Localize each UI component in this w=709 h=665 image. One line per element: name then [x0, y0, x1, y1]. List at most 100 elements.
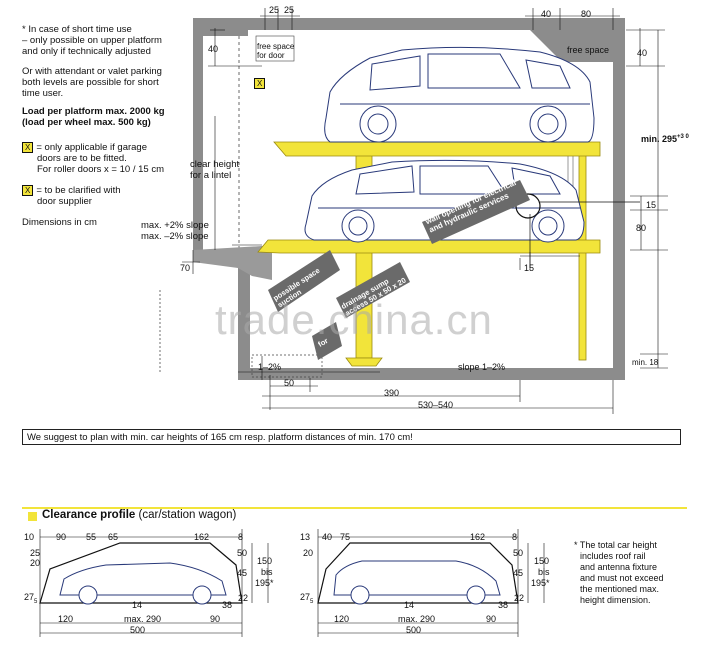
dim-value: 27: [24, 592, 35, 602]
watermark: trade.china.cn: [215, 296, 493, 343]
label-line: max. +2% slope: [141, 220, 209, 231]
wagon-dim: 13: [300, 532, 311, 542]
wagon-dim: 45: [513, 568, 524, 578]
car-dim: max. 290: [124, 614, 162, 624]
slope-right: slope 1–2%: [458, 362, 506, 372]
note-line: and antenna fixture: [580, 562, 658, 572]
dim-25: 25: [269, 5, 280, 15]
wagon-dim: 40: [322, 532, 333, 542]
car-dim: 500: [130, 625, 146, 635]
x-note-text: = only applicable if garage: [36, 142, 147, 153]
wagon-dim: 162: [470, 532, 486, 542]
slope-left: 1–2%: [258, 362, 282, 372]
label-line: for a lintel: [190, 170, 232, 181]
car-dim: 38: [222, 600, 233, 610]
note-line: includes roof rail: [580, 551, 646, 561]
wagon-dim: 22: [514, 593, 525, 603]
slope-limits: max. +2% slope max. –2% slope: [141, 220, 209, 242]
car-dim: 20: [30, 558, 41, 568]
platforms: [257, 141, 601, 254]
dim-390: 390: [384, 388, 400, 398]
note-line: both levels are possible for short: [22, 77, 159, 88]
tolerance: +3 0: [677, 134, 689, 140]
entrance-slab: [193, 246, 272, 280]
wagon-dim: max. 290: [398, 614, 436, 624]
dim-25: 25: [284, 5, 295, 15]
dim-80-top: 80: [581, 9, 592, 19]
car-dim: 90: [56, 532, 67, 542]
dim-15: 15: [524, 263, 535, 273]
dim-40-top: 40: [541, 9, 552, 19]
load-note: (load per wheel max. 500 kg): [22, 117, 151, 128]
car-dim: 275: [24, 592, 37, 605]
car-dim: 14: [132, 600, 143, 610]
load-note: Load per platform max. 2000 kg: [22, 106, 165, 117]
x-note: X= to be clarified with: [22, 185, 192, 196]
clearance-title: Clearance profile (car/station wagon): [42, 509, 236, 521]
wagon-dim: 275: [300, 592, 313, 605]
car-dim: 55: [86, 532, 97, 542]
car-dim: 22: [238, 593, 249, 603]
wagon-dim: 150: [534, 556, 550, 566]
section-divider: [22, 507, 687, 509]
min-18: min. 18: [632, 358, 659, 367]
min-height-label: min. 295+3 0: [641, 134, 689, 144]
x-marker-icon: X: [22, 185, 34, 196]
wagon-dim: 195*: [531, 578, 550, 588]
car-dim: 195*: [255, 578, 274, 588]
label-line: for door: [257, 51, 285, 60]
note-line: and must not exceed: [580, 573, 664, 583]
dim-value: 27: [300, 592, 311, 602]
dim-70: 70: [180, 263, 191, 273]
min-height-value: min. 295: [641, 134, 678, 144]
car-dim: 150: [257, 556, 273, 566]
label-line: free space: [257, 42, 295, 51]
note-line: * The total car height: [574, 540, 657, 550]
units-note: Dimensions in cm: [22, 217, 97, 228]
note-line: the mentioned max.: [580, 584, 660, 594]
wagon-dim: 500: [406, 625, 422, 635]
free-space-label: free space: [567, 45, 610, 55]
note-line: and only if technically adjusted: [22, 46, 151, 57]
wagon-dim: 50: [513, 548, 524, 558]
wagon-dim: 14: [404, 600, 415, 610]
car-dim: 25: [30, 548, 41, 558]
wagon-dim: 38: [498, 600, 509, 610]
dim-530: 530–540: [418, 400, 454, 410]
car-dim: 65: [108, 532, 119, 542]
car-dim: 162: [194, 532, 210, 542]
note-line: * In case of short time use: [22, 24, 132, 35]
note-line: – only possible on upper platform: [22, 35, 162, 46]
car-dim: bis: [261, 567, 273, 577]
clearance-side-note: * The total car height includes roof rai…: [574, 540, 694, 606]
x-note-text: doors are to be fitted.: [37, 153, 127, 164]
dim-15: 15: [646, 200, 657, 210]
car-dim: 90: [210, 614, 221, 624]
wagon-dim: 75: [340, 532, 351, 542]
wagon-dim: 90: [486, 614, 497, 624]
x-marker-icon: X: [22, 142, 34, 153]
label-bands: [268, 180, 530, 360]
wagon-dim: 20: [303, 548, 314, 558]
note-line: height dimension.: [580, 595, 651, 605]
dim-40-left: 40: [208, 44, 219, 54]
wagon-dim: 8: [512, 532, 518, 542]
x-marker-icon: X: [254, 78, 268, 89]
wagon-dim: bis: [538, 567, 550, 577]
car-dim: 120: [58, 614, 74, 624]
dim-40-right: 40: [637, 48, 648, 58]
car-dim: 10: [24, 532, 35, 542]
x-marker-text: X: [254, 78, 266, 89]
label-line: clear height: [190, 159, 240, 170]
garage-walls: [193, 18, 625, 380]
x-note: X= only applicable if garage: [22, 142, 192, 153]
upper-car: [324, 46, 595, 143]
wagon-profile: [317, 529, 545, 637]
wagon-dim: 120: [334, 614, 350, 624]
car-dim: 45: [237, 568, 248, 578]
dim-80: 80: [636, 223, 647, 233]
note-line: time user.: [22, 88, 64, 99]
parking-diagram: [159, 8, 668, 414]
clearance-profiles: [39, 529, 545, 637]
notes-block: * In case of short time use – only possi…: [22, 24, 192, 228]
